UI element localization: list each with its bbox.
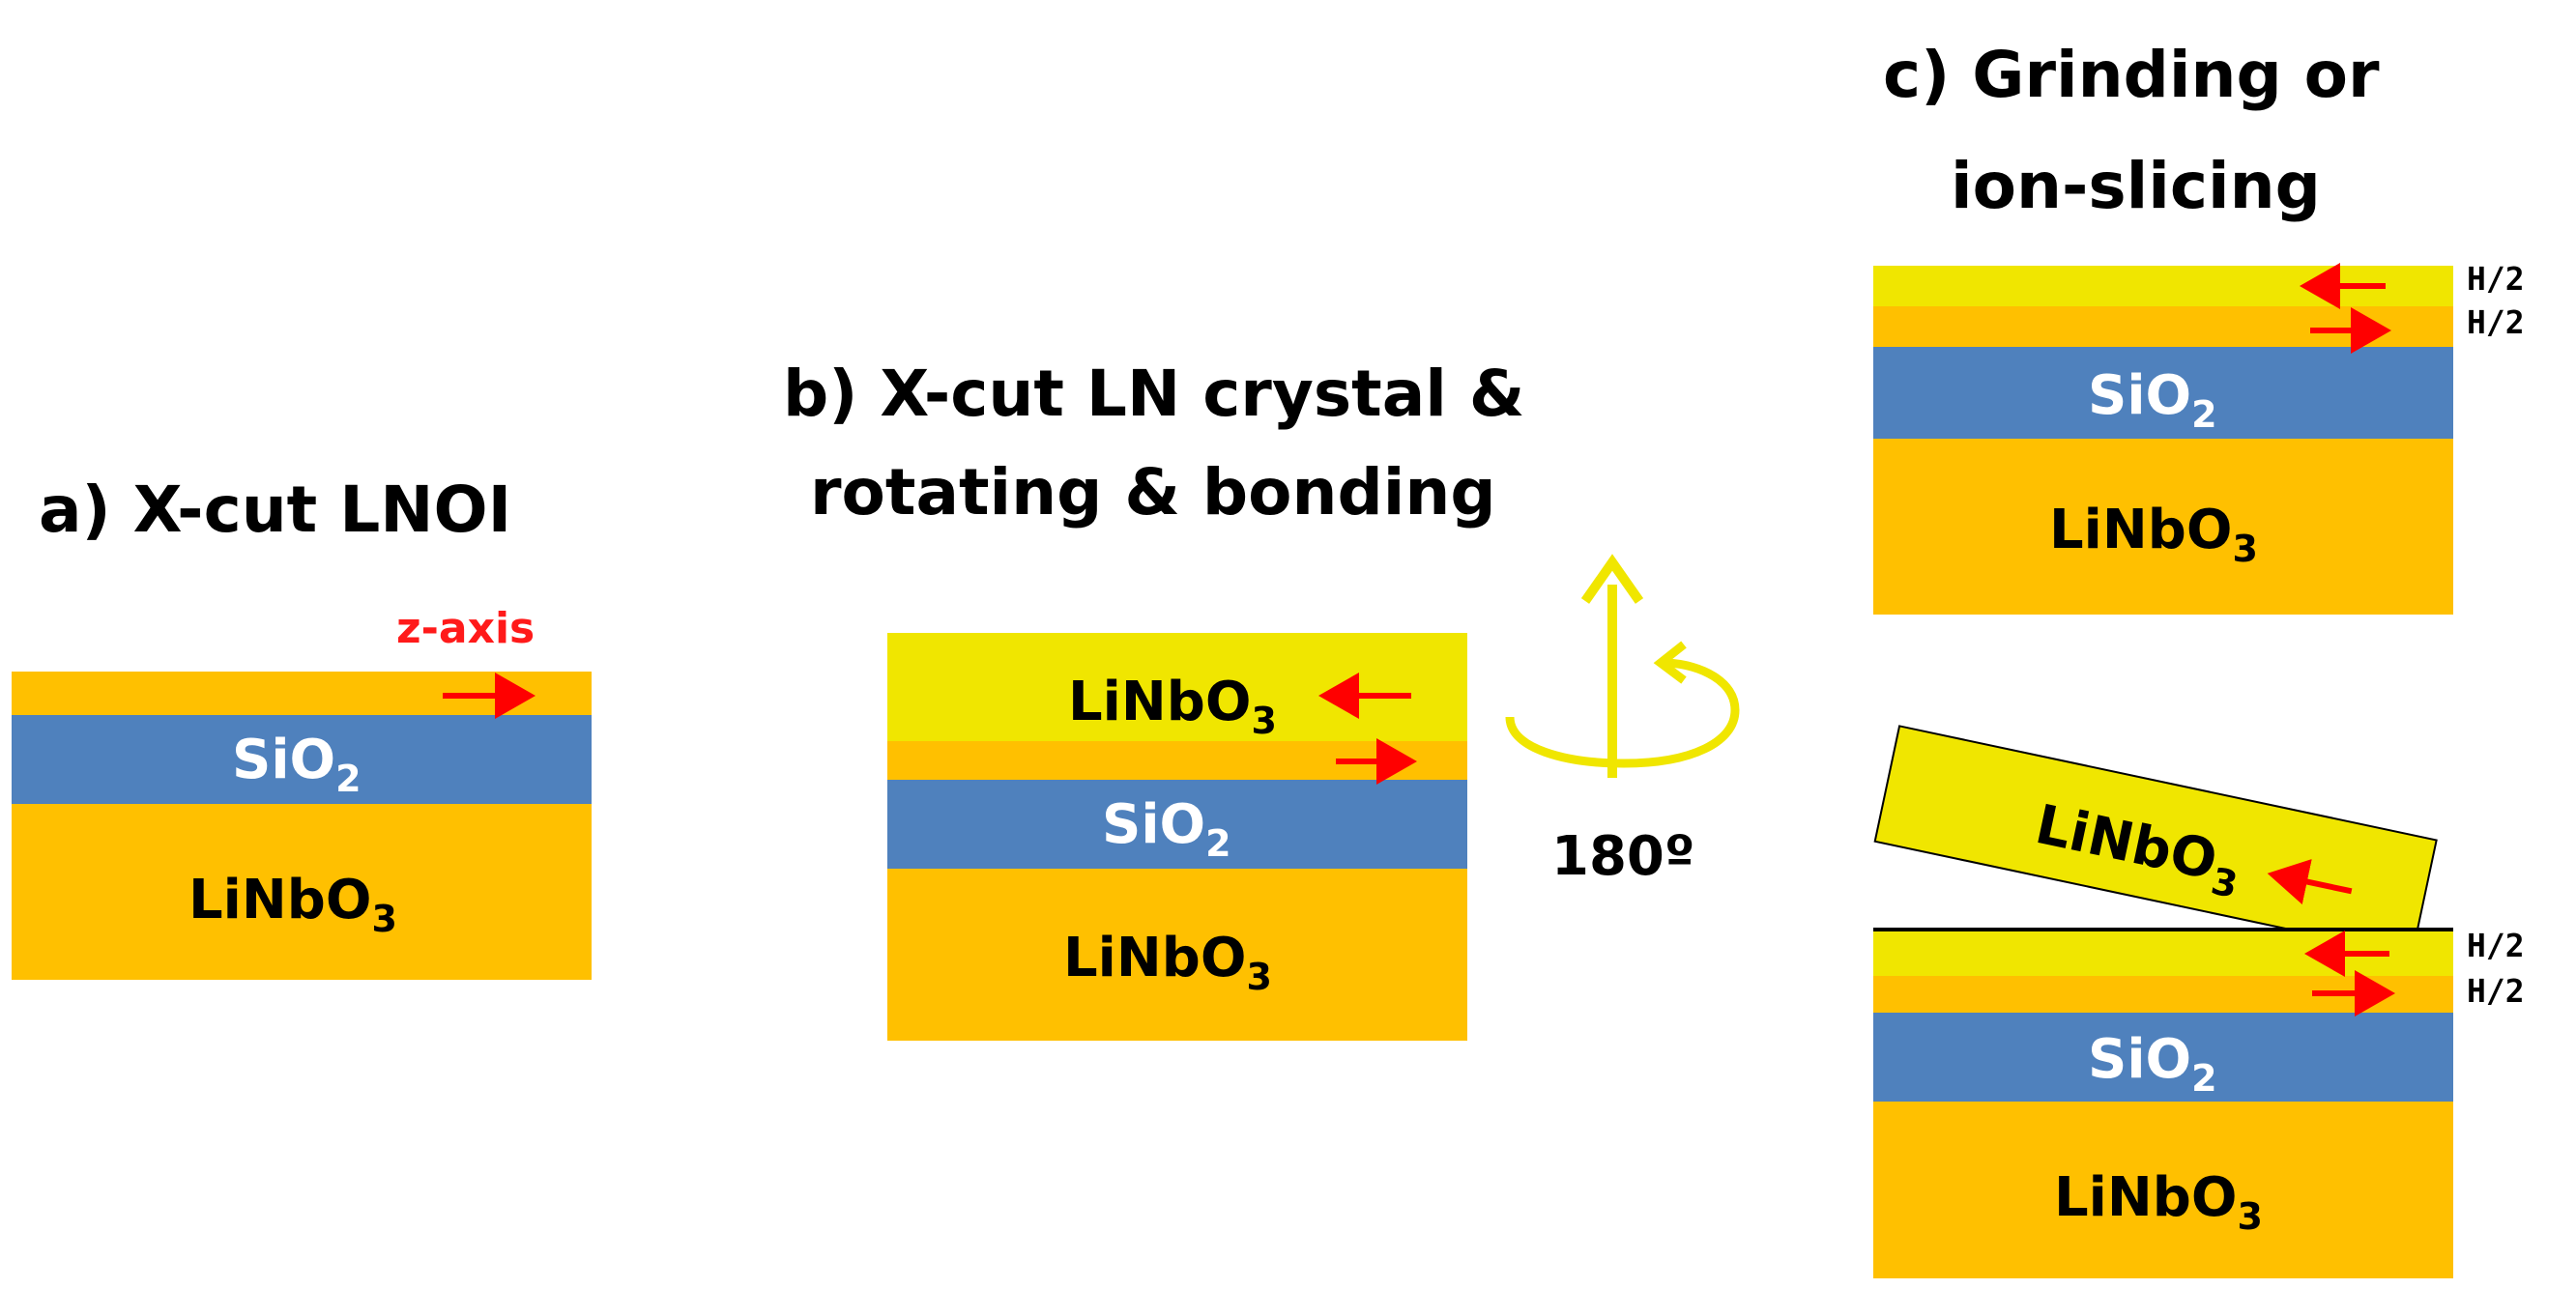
panel-a-linbo3-substrate <box>12 804 592 980</box>
panel-c-top-h2-upper: H/2 <box>2467 260 2525 298</box>
rotation-angle-label: 180º <box>1551 825 1694 888</box>
panel-b: b) X-cut LN crystal & rotating & bonding… <box>783 357 1740 1041</box>
panel-c-title-line2: ion-slicing <box>1951 149 2321 223</box>
panel-a: a) X-cut LNOI z-axis SiO2 LiNbO3 <box>12 473 592 980</box>
panel-c-bottom-stack: H/2 H/2 SiO2 LiNbO3 <box>1873 927 2525 1278</box>
panel-c-top-linbo3-label: LiNbO3 <box>2049 499 2258 570</box>
panel-c-bottom-linbo3-substrate <box>1873 1102 2453 1278</box>
panel-c: c) Grinding or ion-slicing H/2 H/2 SiO2 … <box>1873 38 2525 1278</box>
panel-c-bottom-h2-lower: H/2 <box>2467 972 2525 1010</box>
rotation-icon <box>1505 554 1740 778</box>
panel-c-top-half-film-lower <box>1873 306 2453 347</box>
panel-a-sio2-layer <box>12 715 592 804</box>
panel-a-linbo3-label: LiNbO3 <box>188 869 397 940</box>
panel-c-top-stack: H/2 H/2 SiO2 LiNbO3 <box>1873 260 2525 615</box>
panel-a-title: a) X-cut LNOI <box>39 473 511 547</box>
panel-b-sio2-layer <box>887 780 1467 869</box>
panel-b-linbo3-substrate <box>887 869 1467 1041</box>
panel-c-lifted-arrow-left <box>2267 859 2353 905</box>
panel-c-bottom-h2-upper: H/2 <box>2467 927 2525 964</box>
panel-b-flipped-ln-crystal <box>887 633 1467 741</box>
panel-c-bottom-sio2-label: SiO2 <box>2088 1028 2217 1100</box>
panel-b-title-line2: rotating & bonding <box>810 455 1496 530</box>
panel-b-title-line1: b) X-cut LN crystal & <box>783 357 1524 431</box>
panel-c-lifted-crystal: LiNbO3 <box>1873 725 2438 957</box>
panel-c-top-sio2-label: SiO2 <box>2088 364 2217 436</box>
panel-c-top-linbo3-substrate <box>1873 439 2453 615</box>
panel-b-linbo3-label: LiNbO3 <box>1063 927 1272 998</box>
panel-b-crystal-label: LiNbO3 <box>1068 671 1277 742</box>
panel-c-top-sio2-layer <box>1873 347 2453 439</box>
z-axis-label: z-axis <box>396 604 535 653</box>
panel-b-sio2-label: SiO2 <box>1102 793 1231 865</box>
panel-c-bottom-sio2-layer <box>1873 1013 2453 1102</box>
panel-a-sio2-label: SiO2 <box>232 729 362 800</box>
panel-c-bottom-linbo3-label: LiNbO3 <box>2054 1166 2263 1238</box>
panel-c-title-line1: c) Grinding or <box>1883 38 2380 112</box>
panel-c-top-h2-lower: H/2 <box>2467 303 2525 341</box>
